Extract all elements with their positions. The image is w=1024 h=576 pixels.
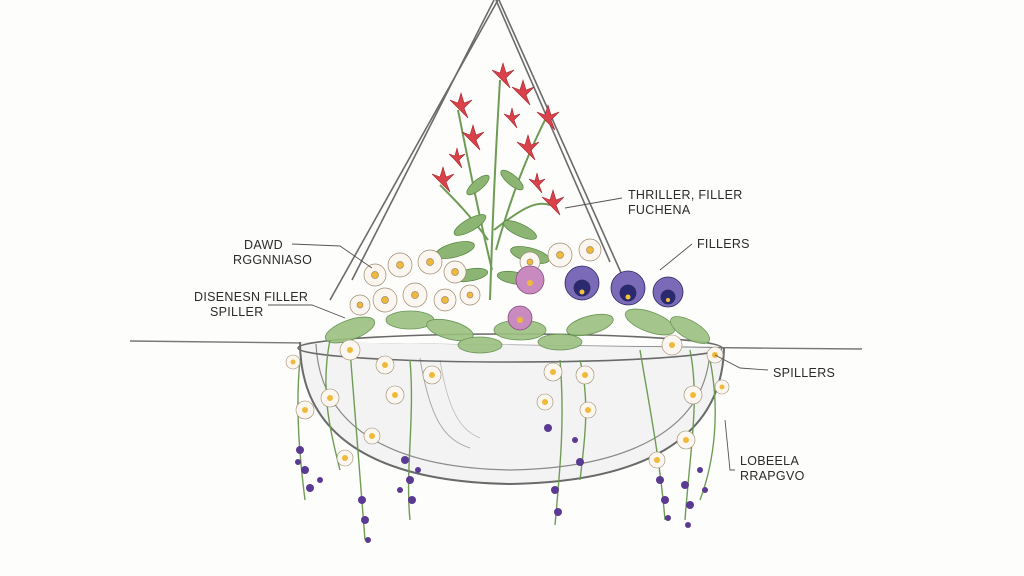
spiller-flowers	[285, 334, 730, 469]
filler-flowers	[349, 238, 602, 316]
label-lobelia-line1: LOBEELA	[740, 454, 800, 468]
label-thriller-line1: THRILLER, FILLER	[628, 188, 743, 202]
foliage-mound	[324, 308, 710, 354]
label-lobelia-line2: RRAPGVO	[740, 469, 805, 483]
label-spillers: SPILLERS	[773, 366, 835, 381]
fuchsia-flowers	[431, 61, 565, 216]
hanging-wires	[329, 0, 623, 301]
thriller-plant	[439, 79, 551, 301]
label-fillers-line1: FILLERS	[697, 237, 750, 251]
label-dawd-line2: RGGNNIASO	[233, 253, 313, 267]
label-dawd: DAWD RGGNNIASO	[200, 238, 313, 268]
label-thriller: THRILLER, FILLER FUCHENA	[628, 188, 743, 218]
label-dawd-line1: DAWD	[244, 238, 283, 252]
label-disenesn: DISENESN FILLER SPILLER	[190, 290, 330, 320]
basket-bowl	[297, 333, 725, 486]
pansy-flowers	[507, 265, 684, 331]
label-spillers-line1: SPILLERS	[773, 366, 836, 380]
label-fillers: FILLERS	[697, 237, 750, 252]
label-disenesn-line2: SPILLER	[210, 305, 264, 319]
label-thriller-line2: FUCHENA	[628, 203, 691, 217]
leader-lines	[268, 197, 769, 471]
lobelia-flowers	[295, 424, 708, 543]
label-disenesn-line1: DISENESN FILLER	[194, 290, 309, 304]
label-lobelia: LOBEELA RRAPGVO	[740, 454, 805, 484]
